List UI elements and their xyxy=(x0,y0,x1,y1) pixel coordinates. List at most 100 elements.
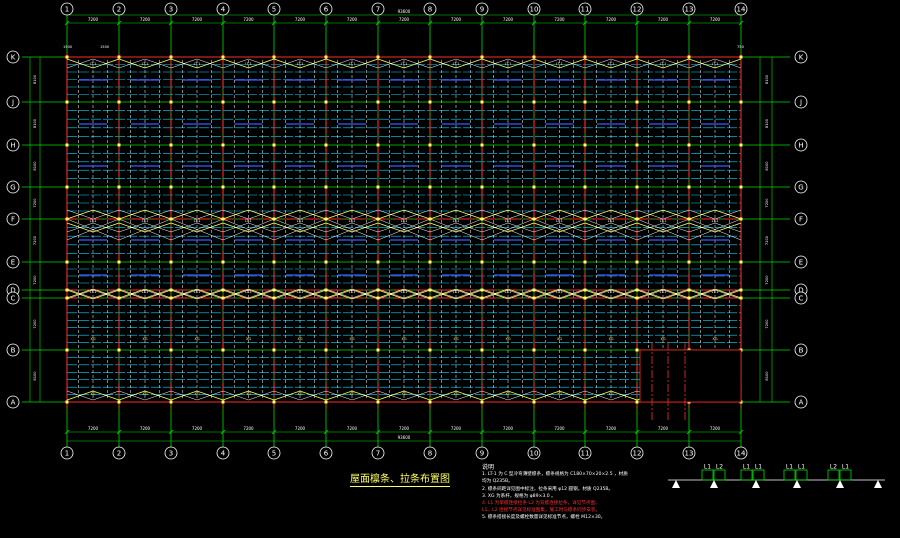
dim-tick xyxy=(686,20,692,26)
column-axis-top-circle xyxy=(734,2,748,16)
top-span-label: 7200 xyxy=(451,17,462,22)
tie-label: XG xyxy=(90,337,95,341)
column-node xyxy=(480,288,484,292)
brace-x xyxy=(66,289,120,300)
brace-x xyxy=(222,288,275,299)
brace xyxy=(170,209,224,220)
column-axis-top-circle xyxy=(423,2,437,16)
top-span-label: 7200 xyxy=(710,17,721,22)
column-node xyxy=(65,55,69,59)
top-total-label: 93600 xyxy=(398,9,411,14)
purlin-label: LT-1 xyxy=(90,62,97,66)
brace xyxy=(118,58,172,69)
brace-x xyxy=(688,288,742,299)
brace xyxy=(429,289,483,300)
brace-x xyxy=(429,289,483,300)
tie-label: XG xyxy=(349,392,354,396)
column-axis-bottom-label: 1 xyxy=(65,450,69,458)
brace-x xyxy=(584,58,638,69)
right-span-label: 8100 xyxy=(765,74,769,84)
brace xyxy=(533,209,586,220)
top-span-label: 7200 xyxy=(88,17,99,22)
brace xyxy=(170,289,224,300)
brace xyxy=(325,390,379,401)
brace-x xyxy=(481,390,535,401)
column-node xyxy=(532,288,536,292)
brace xyxy=(377,58,431,69)
purlin-label: LT-1 xyxy=(556,290,563,294)
brace xyxy=(481,209,535,220)
column-axis-top-circle xyxy=(682,2,696,16)
purlin-label: LT-1 xyxy=(349,290,356,294)
left-span-label: 8100 xyxy=(33,74,37,84)
support-triangle xyxy=(710,480,718,488)
dim-tick xyxy=(168,20,174,26)
purlin-label: LT-1 xyxy=(401,219,408,223)
column-axis-bottom-circle xyxy=(682,446,696,460)
dim-tick xyxy=(323,429,329,435)
column-axis-bottom-circle xyxy=(630,446,644,460)
tie-label: XG xyxy=(349,337,354,341)
row-axis-right-label: A xyxy=(799,399,804,407)
column-node xyxy=(272,400,276,404)
brace-x xyxy=(66,209,120,220)
brace xyxy=(222,288,275,299)
column-node xyxy=(169,348,173,352)
brace-x xyxy=(481,209,535,220)
column-node xyxy=(117,296,121,300)
tie-label: XG xyxy=(712,337,717,341)
brace-x xyxy=(533,222,586,233)
legend-box xyxy=(839,469,852,481)
brace xyxy=(377,222,431,233)
row-axis-left-circle xyxy=(6,95,20,109)
top-span-label: 7200 xyxy=(347,17,358,22)
brace-x xyxy=(273,289,327,300)
brace xyxy=(325,58,379,69)
column-node xyxy=(65,217,69,221)
legend-label: L1 xyxy=(704,464,711,471)
column-node xyxy=(635,296,639,300)
brace xyxy=(222,289,275,300)
brace xyxy=(377,289,431,300)
column-node xyxy=(376,217,380,221)
column-node xyxy=(428,185,432,189)
dim-tick xyxy=(64,429,70,435)
column-node xyxy=(532,348,536,352)
column-node xyxy=(583,260,587,264)
purlin-label: LT-1 xyxy=(297,290,304,294)
purlin-label: LT-1 xyxy=(660,290,667,294)
brace-x xyxy=(533,288,586,299)
legend-box xyxy=(752,469,765,481)
column-node xyxy=(687,296,691,300)
column-node xyxy=(65,260,69,264)
purlin-label: LT-1 xyxy=(505,290,512,294)
brace-x xyxy=(118,288,172,299)
tie-label: XG xyxy=(194,392,199,396)
brace xyxy=(533,289,586,300)
right-span-label: 8100 xyxy=(765,118,769,128)
column-axis-top-label: 13 xyxy=(685,6,694,14)
column-node xyxy=(739,143,743,147)
brace xyxy=(429,288,483,299)
dim-tick xyxy=(64,20,70,26)
legend-label: L1 xyxy=(743,464,750,471)
tie-label: XG xyxy=(297,392,302,396)
column-axis-top-circle xyxy=(164,2,178,16)
column-axis-bottom-label: 11 xyxy=(581,450,590,458)
dim-tick xyxy=(531,20,537,26)
column-axis-top-circle xyxy=(630,2,644,16)
column-node xyxy=(583,217,587,221)
column-node xyxy=(324,143,328,147)
bottom-span-label: 7200 xyxy=(88,426,99,431)
corner-void xyxy=(639,349,742,403)
column-node xyxy=(532,55,536,59)
diagonal-brace xyxy=(584,218,638,241)
brace xyxy=(688,289,742,300)
column-axis-top-circle xyxy=(527,2,541,16)
dim-tick xyxy=(531,429,537,435)
note-line: 1. LT-1 为 C 型冷弯薄壁檩条，檩条规格为 C180×70×20×2.5… xyxy=(482,472,628,478)
column-axis-bottom-circle xyxy=(423,446,437,460)
column-node xyxy=(480,260,484,264)
column-node xyxy=(376,55,380,59)
purlin-label: LT-1 xyxy=(349,219,356,223)
